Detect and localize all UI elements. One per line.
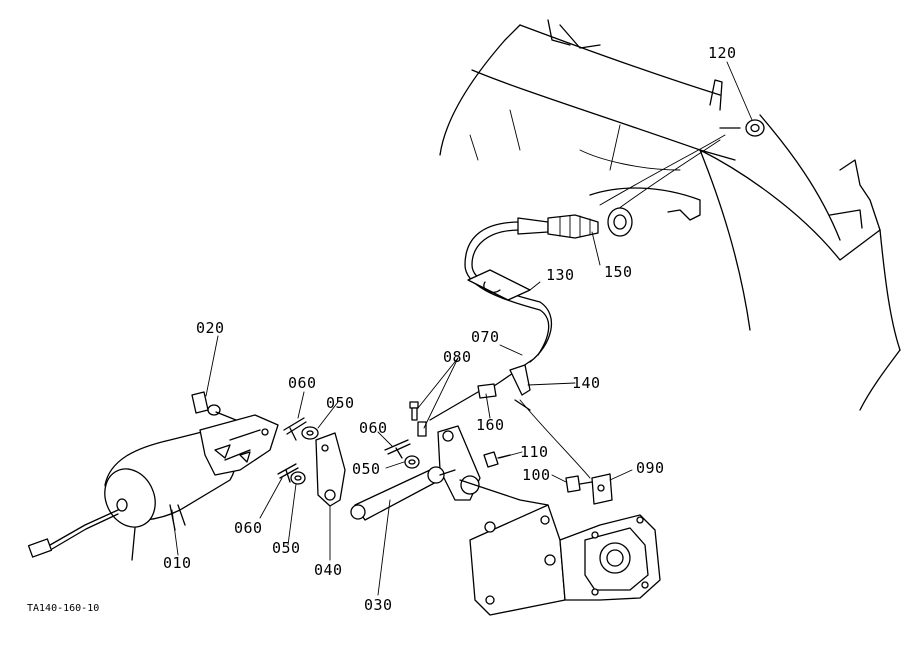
callout-020: 020 <box>196 319 225 337</box>
pin-060a <box>283 417 307 441</box>
solenoid-lead <box>27 509 119 558</box>
callout-110: 110 <box>520 443 549 461</box>
cable-end-150 <box>517 207 633 239</box>
clamp-130 <box>467 269 531 301</box>
cable-guide-line <box>599 134 726 206</box>
callout-140: 140 <box>572 374 601 392</box>
pin-060c <box>277 463 299 483</box>
bracket-140 <box>509 364 531 411</box>
callout-060a: 060 <box>288 374 317 392</box>
callout-010: 010 <box>163 554 192 572</box>
callout-050a: 050 <box>326 394 355 412</box>
plate-090 <box>591 473 613 505</box>
solenoid-010 <box>104 414 279 561</box>
washer-050a <box>301 426 319 440</box>
cable-070 <box>464 221 553 393</box>
injection-pump <box>459 479 661 616</box>
screw-080a <box>409 401 419 421</box>
callout-060b: 060 <box>359 419 388 437</box>
washer-050b <box>404 455 420 469</box>
pin-060b <box>384 439 411 459</box>
callout-160: 160 <box>476 416 505 434</box>
rod-030 <box>350 466 456 521</box>
nut-120 <box>719 119 765 137</box>
callout-040: 040 <box>314 561 343 579</box>
washer-050c <box>290 471 306 485</box>
callout-130: 130 <box>546 266 575 284</box>
bolt-020 <box>191 391 237 421</box>
callout-100: 100 <box>522 466 551 484</box>
callout-060c: 060 <box>234 519 263 537</box>
leader-110 <box>519 399 591 479</box>
drawing-code: TA140-160-10 <box>27 603 99 614</box>
callout-labels: 010 020 030 040 050 050 050 060 060 060 … <box>163 44 737 614</box>
callout-030: 030 <box>364 596 393 614</box>
lever-040 <box>315 432 346 507</box>
screw-080b <box>417 421 427 437</box>
joint-160 <box>429 383 497 421</box>
callout-120: 120 <box>708 44 737 62</box>
bolt-100 <box>565 475 593 493</box>
callout-150: 150 <box>604 263 633 281</box>
fender-housing <box>439 19 901 411</box>
callout-070: 070 <box>471 328 500 346</box>
bolt-110 <box>483 451 511 468</box>
leader-lines <box>171 61 753 596</box>
cable-guide-line-2 <box>609 139 721 216</box>
callout-050c: 050 <box>272 539 301 557</box>
callout-090: 090 <box>636 459 665 477</box>
callout-080: 080 <box>443 348 472 366</box>
lever-assembly <box>437 425 481 501</box>
callout-050b: 050 <box>352 460 381 478</box>
